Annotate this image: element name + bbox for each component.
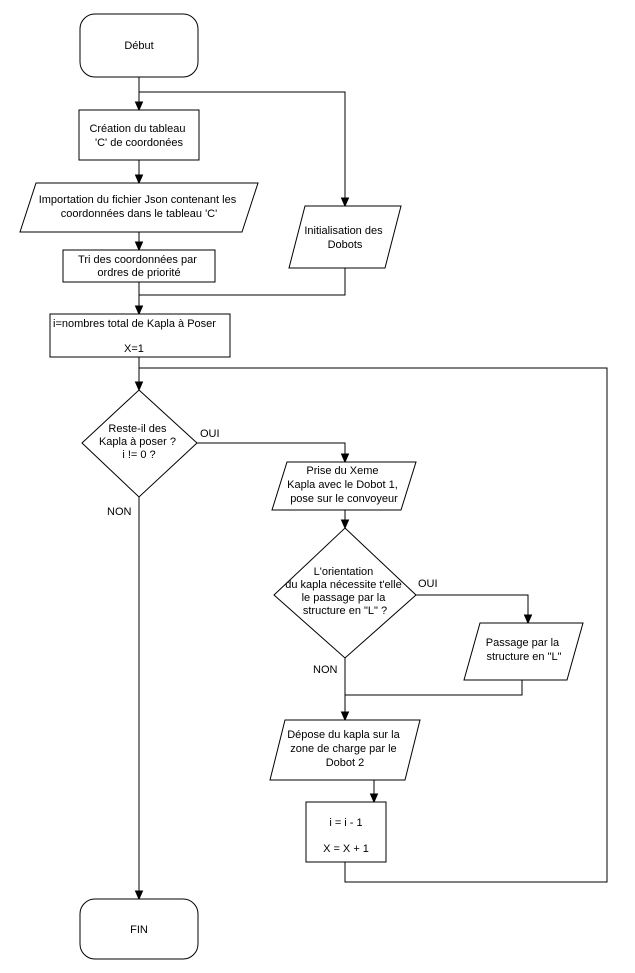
- terminator-debut: [79, 13, 199, 78]
- io-passage: [463, 622, 584, 681]
- label-reste-oui: OUI: [200, 428, 220, 440]
- node-importation: Importation du fichier Json contenant le…: [19, 182, 259, 233]
- arrowhead-import: [134, 174, 144, 185]
- arrowhead-fin: [134, 890, 144, 901]
- edge-orient-oui: [416, 594, 529, 617]
- node-tri: Tri des coordonnées par ordres de priori…: [62, 249, 216, 283]
- process-incr: [305, 801, 387, 863]
- node-debut: Début: [79, 13, 199, 78]
- node-creation: Création du tableau 'C' de coordonées: [78, 109, 200, 161]
- node-orientation: L'orientation du kapla nécessite t'elle …: [273, 527, 417, 659]
- arrowhead-iinit: [134, 305, 144, 316]
- edge-loop-back: [139, 367, 608, 883]
- node-depose-text: Dépose du kapla sur la zone de charge pa…: [287, 729, 403, 769]
- arrowhead-debut-creation: [134, 101, 144, 112]
- node-prise-text: Prise du Xeme Kapla avec le Dobot 1, pos…: [287, 465, 401, 505]
- node-importation-text: Importation du fichier Json contenant le…: [39, 194, 240, 220]
- label-reste-non: NON: [107, 506, 132, 518]
- arrowhead-orient: [340, 519, 350, 530]
- io-init: [288, 205, 402, 269]
- arrowhead-passage: [523, 614, 533, 625]
- node-incr: i = i - 1 X = X + 1: [305, 801, 387, 863]
- node-incr-line2: X = X + 1: [323, 843, 369, 855]
- io-importation: [19, 182, 259, 233]
- node-tri-text: Tri des coordonnées par ordres de priori…: [78, 254, 200, 279]
- node-reste: Reste-il des Kapla à poser ? i != 0 ?: [81, 389, 198, 498]
- process-iinit: [49, 313, 231, 358]
- arrowhead-depose: [340, 711, 350, 722]
- edge-passage-merge: [345, 680, 523, 696]
- decision-reste: [81, 389, 198, 498]
- decision-orientation: [273, 527, 417, 659]
- process-tri: [62, 249, 216, 283]
- node-init: Initialisation des Dobots: [288, 205, 402, 269]
- arrowhead-reste: [134, 381, 144, 392]
- node-debut-text: Début: [124, 40, 153, 52]
- node-fin-text: FIN: [130, 924, 148, 936]
- node-passage: Passage par la structure en "L": [463, 622, 584, 681]
- node-creation-text: Création du tableau 'C' de coordonées: [89, 123, 188, 149]
- terminator-fin: [79, 898, 199, 960]
- io-depose: [269, 719, 421, 781]
- node-iinit-line2: X=1: [124, 343, 144, 355]
- arrowhead-incr: [369, 793, 379, 804]
- node-orientation-text: L'orientation du kapla nécessite t'elle …: [285, 566, 405, 617]
- label-orient-oui: OUI: [418, 578, 438, 590]
- node-depose: Dépose du kapla sur la zone de charge pa…: [269, 719, 421, 781]
- arrowhead-tri: [134, 241, 144, 252]
- node-iinit: i=nombres total de Kapla à Poser X=1: [49, 313, 231, 358]
- edge-init-merge: [139, 268, 346, 296]
- io-prise: [271, 461, 417, 511]
- node-iinit-line1: i=nombres total de Kapla à Poser: [53, 318, 216, 330]
- connectors: [134, 77, 608, 901]
- process-creation: [78, 109, 200, 161]
- node-passage-text: Passage par la structure en "L": [486, 637, 562, 663]
- arrowhead-prise: [340, 453, 350, 464]
- node-prise: Prise du Xeme Kapla avec le Dobot 1, pos…: [271, 461, 417, 511]
- label-orient-non: NON: [313, 664, 338, 676]
- arrowhead-init: [340, 197, 350, 208]
- node-init-text: Initialisation des Dobots: [304, 225, 385, 251]
- node-fin: FIN: [79, 898, 199, 960]
- edge-split-init: [139, 91, 346, 200]
- edge-reste-oui: [197, 442, 346, 456]
- node-reste-text: Reste-il des Kapla à poser ? i != 0 ?: [99, 423, 179, 461]
- node-incr-line1: i = i - 1: [329, 817, 362, 829]
